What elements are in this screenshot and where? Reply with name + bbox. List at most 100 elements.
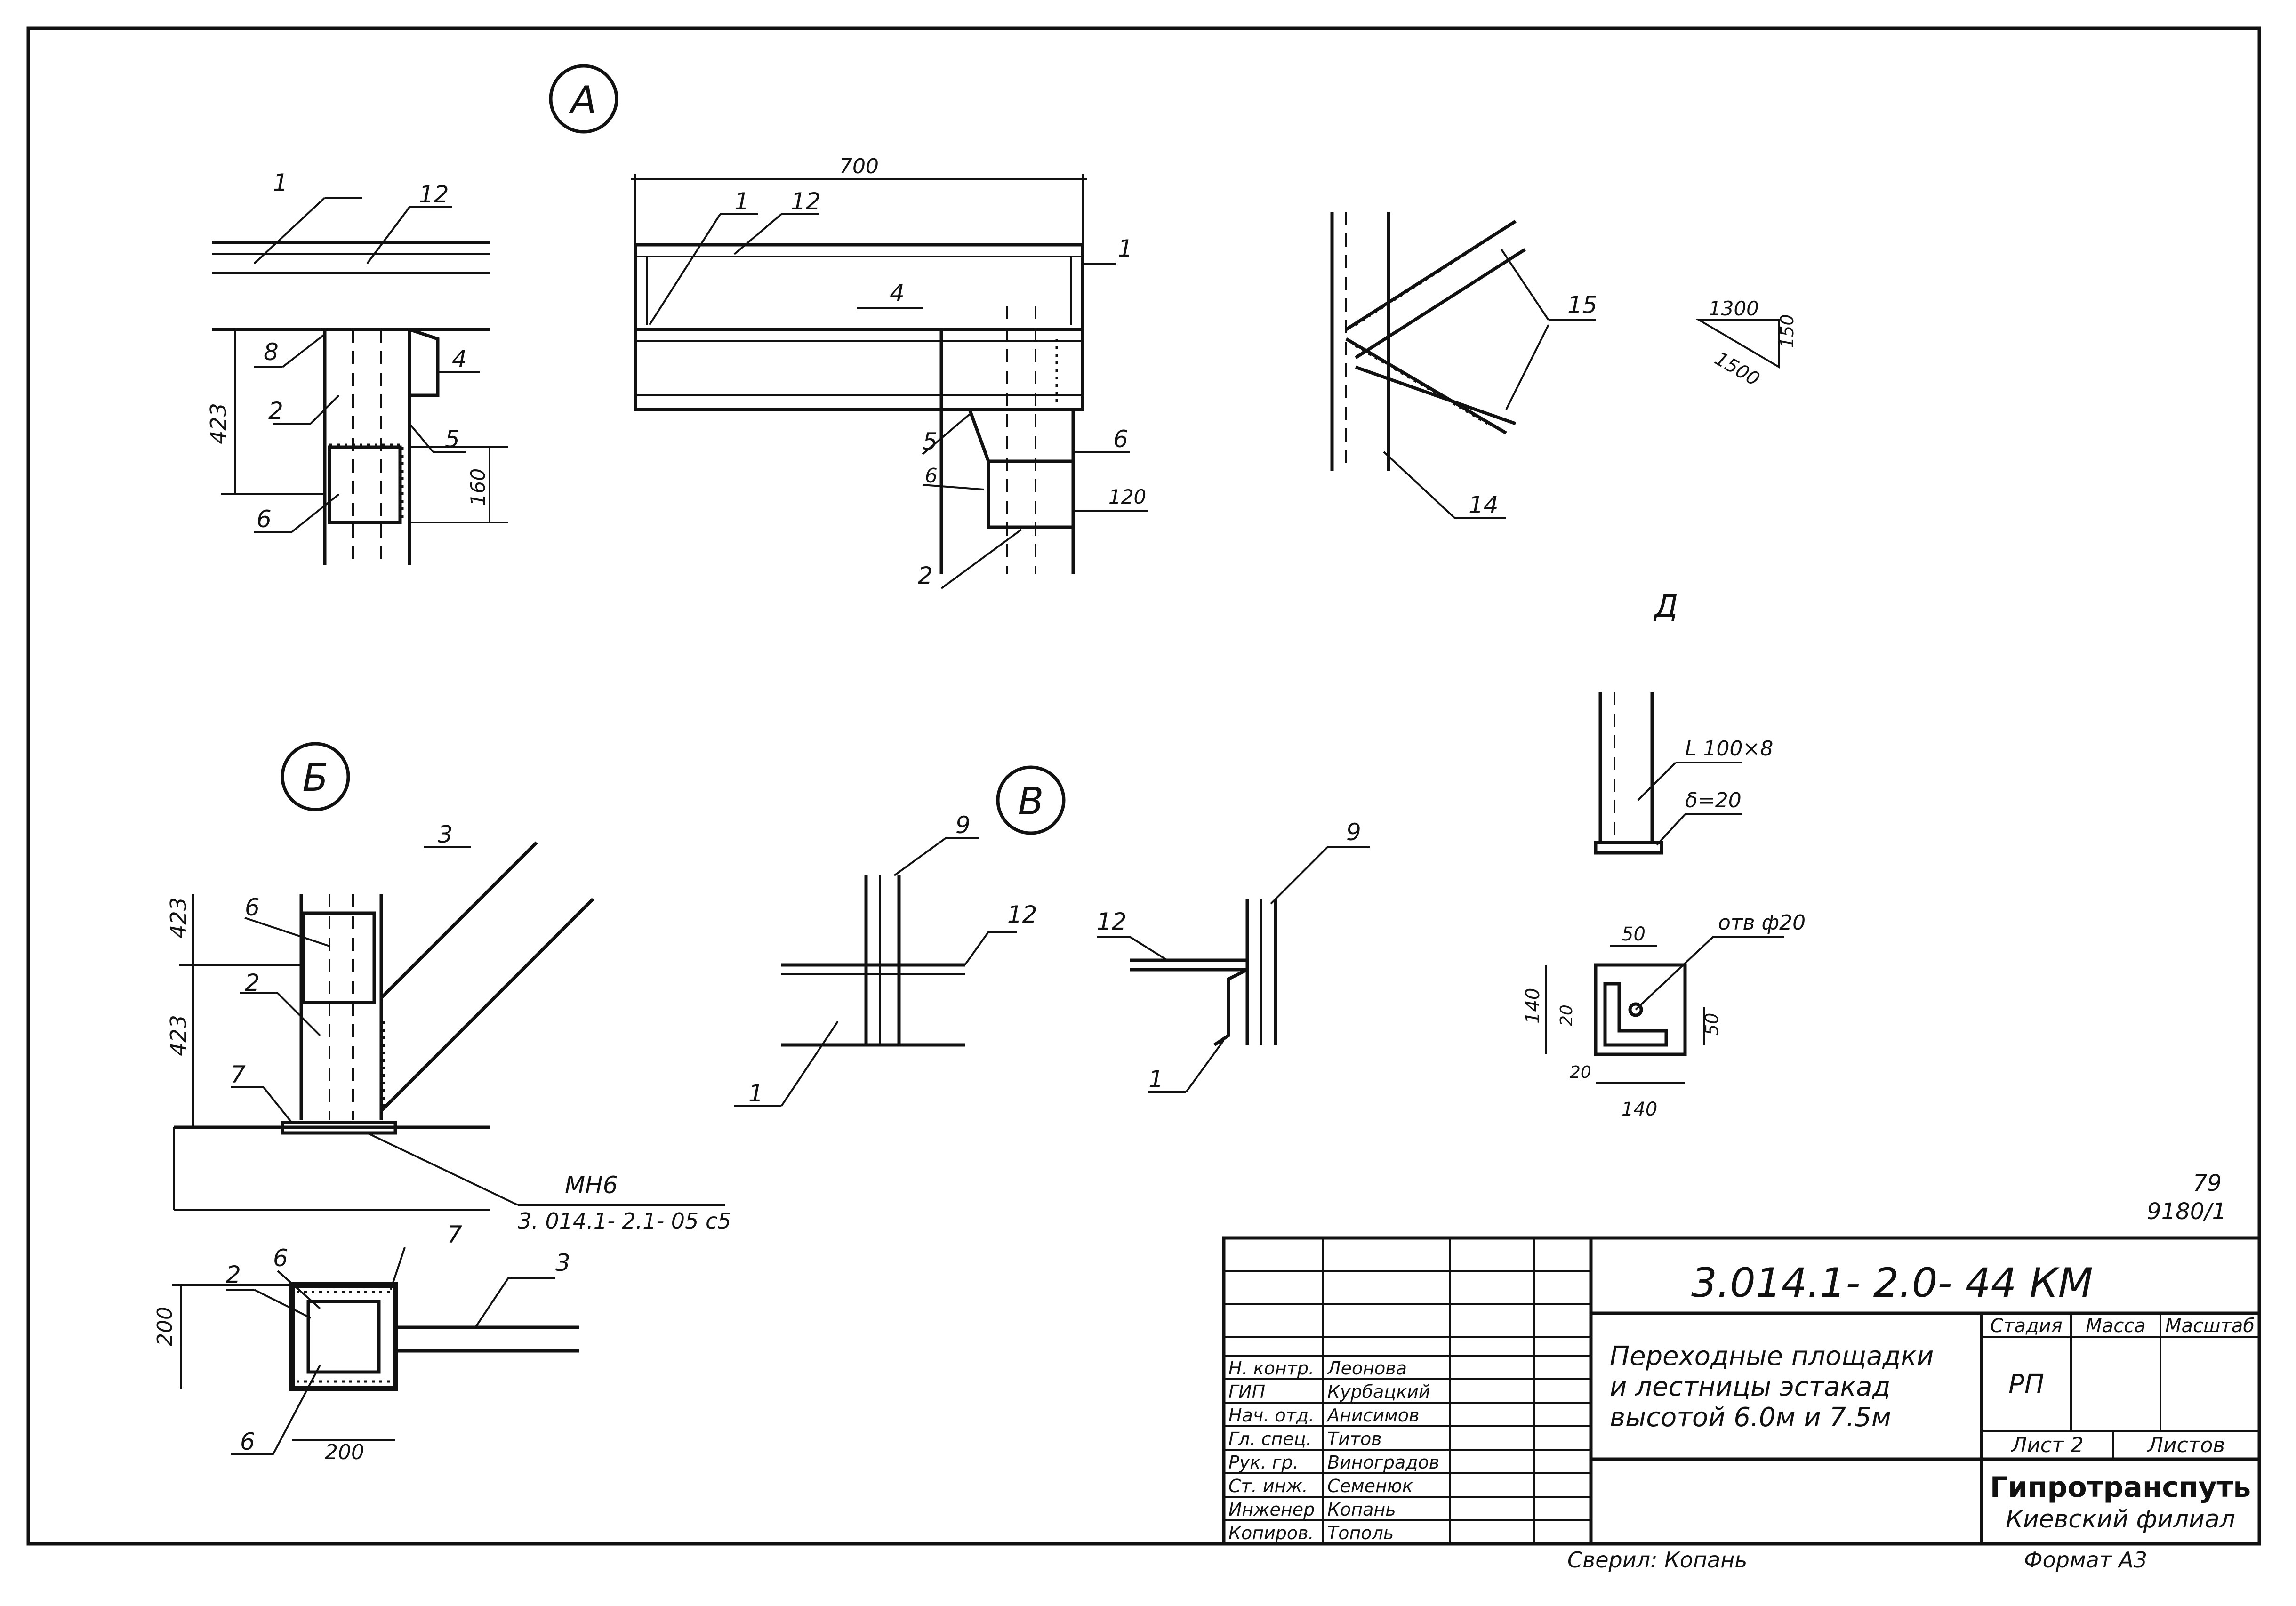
e-mark-3: 3 bbox=[555, 1249, 570, 1277]
d-mark-6: 6 bbox=[245, 894, 260, 921]
view-a-callout bbox=[549, 64, 618, 134]
title-line-3: высотой 6.0м и 7.5м bbox=[1610, 1402, 1891, 1433]
b-mark-4: 4 bbox=[890, 280, 905, 307]
d-dim-20-v: 20 bbox=[1557, 1004, 1576, 1026]
role-label: Копиров. bbox=[1228, 1523, 1314, 1543]
d-dim-140-v: 140 bbox=[1522, 988, 1544, 1024]
role-name: Анисимов bbox=[1326, 1405, 1419, 1426]
w-mark-1: 1 bbox=[1148, 1066, 1164, 1093]
angle-note: L 100×8 bbox=[1685, 737, 1773, 761]
v-mark-12: 12 bbox=[1007, 901, 1037, 928]
b-mark-6-right: 6 bbox=[1113, 426, 1128, 453]
b-mark-6-left: 6 bbox=[925, 464, 938, 487]
e-dim-200-h: 200 bbox=[325, 1440, 364, 1464]
col-scale: Масштаб bbox=[2165, 1315, 2255, 1337]
brace-detail: 15 14 1300 1500 150 bbox=[1330, 212, 1798, 519]
checked-by: Сверил: Копань bbox=[1567, 1547, 1747, 1573]
a-mark-4: 4 bbox=[452, 345, 467, 373]
view-a-elevation: 700 1 12 4 1 5 6 6 120 bbox=[631, 154, 1148, 589]
v-mark-9: 9 bbox=[955, 811, 971, 839]
e-mark-6-bottom: 6 bbox=[240, 1428, 255, 1455]
a-mark-5: 5 bbox=[445, 426, 460, 453]
inventory-number: 9180/1 bbox=[2147, 1198, 2226, 1225]
a-dim-423: 423 bbox=[206, 403, 231, 444]
role-name: Семенюк bbox=[1327, 1476, 1413, 1496]
a-dim-700: 700 bbox=[839, 154, 879, 178]
role-name: Леонова bbox=[1326, 1358, 1407, 1379]
d-mark-2: 2 bbox=[245, 969, 260, 996]
b-dim-423-bottom: 423 bbox=[166, 1015, 191, 1056]
e-mark-7: 7 bbox=[447, 1221, 462, 1248]
e-mark-2: 2 bbox=[226, 1261, 241, 1288]
col-stage: Стадия bbox=[1990, 1315, 2062, 1337]
a-mark-6: 6 bbox=[257, 506, 272, 533]
col-mass: Масса bbox=[2086, 1315, 2146, 1337]
w-mark-9: 9 bbox=[1346, 819, 1361, 846]
b-mark-12: 12 bbox=[791, 188, 821, 215]
org-name: Гипротранспуть bbox=[1990, 1471, 2251, 1504]
stage-value: РП bbox=[2008, 1369, 2044, 1400]
title-line-2: и лестницы эстакад bbox=[1610, 1372, 1890, 1402]
view-v-label: В bbox=[1018, 779, 1044, 823]
d-mark-7: 7 bbox=[231, 1061, 246, 1088]
d-dim-50-top: 50 bbox=[1622, 923, 1646, 945]
role-name: Виноградов bbox=[1327, 1452, 1439, 1473]
e-dim-200-v: 200 bbox=[153, 1307, 177, 1346]
c-mark-14: 14 bbox=[1469, 491, 1499, 519]
hole-note: отв ф20 bbox=[1718, 911, 1806, 935]
b-dim-423-top: 423 bbox=[166, 897, 191, 939]
sheet-number: 79 bbox=[2193, 1170, 2222, 1196]
view-v-callout bbox=[996, 765, 1066, 835]
title-line-1: Переходные площадки bbox=[1610, 1341, 1934, 1372]
d-dim-140-h: 140 bbox=[1622, 1099, 1657, 1120]
role-label: Н. контр. bbox=[1228, 1358, 1314, 1379]
b-mark-1r: 1 bbox=[1118, 235, 1133, 262]
view-b-callout bbox=[281, 742, 350, 811]
org-branch: Киевский филиал bbox=[2006, 1505, 2235, 1534]
b-mark-1: 1 bbox=[734, 188, 749, 215]
role-name: Титов bbox=[1327, 1429, 1382, 1449]
a-mark-12: 12 bbox=[419, 181, 449, 208]
view-a-label: А bbox=[569, 78, 597, 122]
b-mark-5: 5 bbox=[923, 428, 938, 455]
role-label: Рук. гр. bbox=[1228, 1452, 1299, 1473]
b-mark-2: 2 bbox=[918, 562, 933, 589]
role-label: Инженер bbox=[1228, 1499, 1315, 1520]
w-mark-12: 12 bbox=[1097, 908, 1127, 935]
role-label: Гл. спец. bbox=[1228, 1429, 1312, 1449]
ref-code: 3. 014.1- 2.1- 05 с5 bbox=[518, 1208, 731, 1234]
a-mark-2: 2 bbox=[268, 397, 283, 425]
a-dim-160: 160 bbox=[466, 468, 490, 506]
view-d: Д L 100×8 δ=20 отв ф20 50 50 140 140 20 … bbox=[1522, 589, 1806, 1120]
c-mark-15: 15 bbox=[1567, 291, 1598, 319]
view-b-label: Б bbox=[303, 756, 329, 800]
role-name: Копань bbox=[1327, 1499, 1396, 1520]
a-mark-1: 1 bbox=[273, 169, 288, 196]
d-dim-20-h: 20 bbox=[1570, 1063, 1591, 1082]
role-label: Нач. отд. bbox=[1228, 1405, 1314, 1426]
role-label: ГИП bbox=[1228, 1381, 1265, 1402]
view-a-left-section: А 1 12 bbox=[206, 64, 618, 565]
e-mark-6-top: 6 bbox=[273, 1245, 288, 1272]
sheets-label: Листов bbox=[2147, 1433, 2225, 1457]
tri-150: 150 bbox=[1777, 314, 1798, 348]
sheet-label: Лист 2 bbox=[2010, 1433, 2083, 1457]
v-mark-1: 1 bbox=[748, 1080, 763, 1107]
role-name: Тополь bbox=[1327, 1523, 1394, 1543]
doc-code: 3.014.1- 2.0- 44 КМ bbox=[1691, 1260, 2093, 1307]
view-d-label: Д bbox=[1653, 589, 1678, 624]
sheet-frame bbox=[26, 26, 2261, 1546]
d-mark-3: 3 bbox=[438, 821, 453, 848]
d-dim-50-right: 50 bbox=[1702, 1013, 1722, 1036]
title-block: 3.014.1- 2.0- 44 КМ Переходные площадки … bbox=[1222, 1236, 2261, 1573]
role-name: Курбацкий bbox=[1327, 1381, 1430, 1402]
view-v: В 9 12 1 9 12 1 bbox=[734, 765, 1370, 1107]
ref-mark: МН6 bbox=[565, 1172, 618, 1199]
format-label: Формат А3 bbox=[2024, 1547, 2147, 1573]
a-mark-8: 8 bbox=[264, 338, 279, 366]
role-label: Ст. инж. bbox=[1228, 1476, 1308, 1496]
view-b: Б 423 423 6 2 3 7 МН6 3. 014.1- 2 bbox=[153, 742, 731, 1464]
tri-1300: 1300 bbox=[1709, 297, 1759, 320]
